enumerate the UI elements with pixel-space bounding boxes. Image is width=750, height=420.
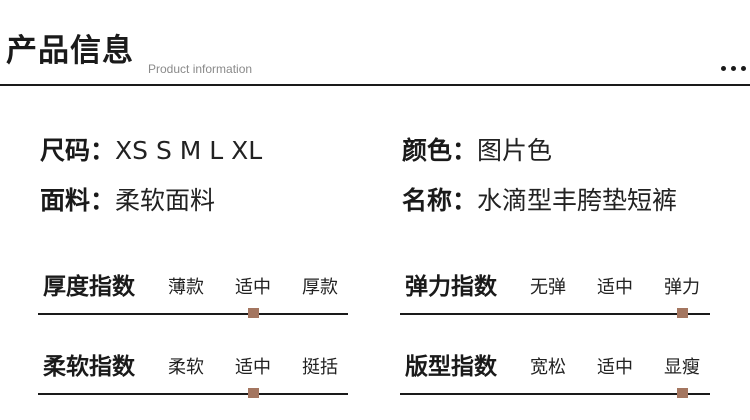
index-name: 版型指数 [405,354,497,380]
dot [731,66,736,71]
spec-fabric: 面料：柔软面料 [40,188,215,213]
index-scale-line [38,313,348,315]
index-scale-line [38,393,348,395]
spec-color-label: 颜色： [402,136,478,165]
index-thickness: 厚度指数 薄款 适中 厚款 [38,270,348,320]
section-subtitle: Product information [148,62,253,76]
dot [721,66,726,71]
index-level-mid: 适中 [235,277,271,298]
dot [741,66,746,71]
index-name: 柔软指数 [43,354,135,380]
index-elasticity: 弹力指数 无弹 适中 弹力 [400,270,710,320]
spec-name-label: 名称： [402,186,478,215]
index-scale-line [400,313,710,315]
section-header: 产品信息 Product information [0,0,750,86]
spec-color: 颜色：图片色 [402,138,552,163]
header-divider [0,84,750,86]
spec-name: 名称：水滴型丰胯垫短裤 [402,188,677,213]
spec-fabric-value: 柔软面料 [115,186,216,215]
index-marker [247,308,259,318]
index-name: 厚度指数 [43,274,135,300]
index-level-low: 柔软 [168,357,204,378]
index-marker [676,388,688,398]
index-fit: 版型指数 宽松 适中 显瘦 [400,350,710,400]
index-scale-line [400,393,710,395]
index-level-mid: 适中 [235,357,271,378]
spec-color-value: 图片色 [477,136,553,165]
index-name: 弹力指数 [405,274,497,300]
index-level-high: 弹力 [664,277,700,298]
index-level-high: 显瘦 [664,357,700,378]
section-title: 产品信息 [6,33,134,69]
index-level-mid: 适中 [597,357,633,378]
spec-name-value: 水滴型丰胯垫短裤 [477,186,678,215]
index-level-low: 宽松 [530,357,566,378]
spec-fabric-label: 面料： [40,186,116,215]
index-softness: 柔软指数 柔软 适中 挺括 [38,350,348,400]
index-level-high: 挺括 [302,357,338,378]
index-level-low: 无弹 [530,277,566,298]
spec-size-value: XS S M L XL [115,136,263,165]
index-marker [247,388,259,398]
spec-size-label: 尺码： [40,136,116,165]
index-marker [676,308,688,318]
index-level-low: 薄款 [168,277,204,298]
more-dots-icon [721,66,746,71]
spec-size: 尺码：XS S M L XL [40,138,262,163]
index-level-high: 厚款 [302,277,338,298]
index-level-mid: 适中 [597,277,633,298]
